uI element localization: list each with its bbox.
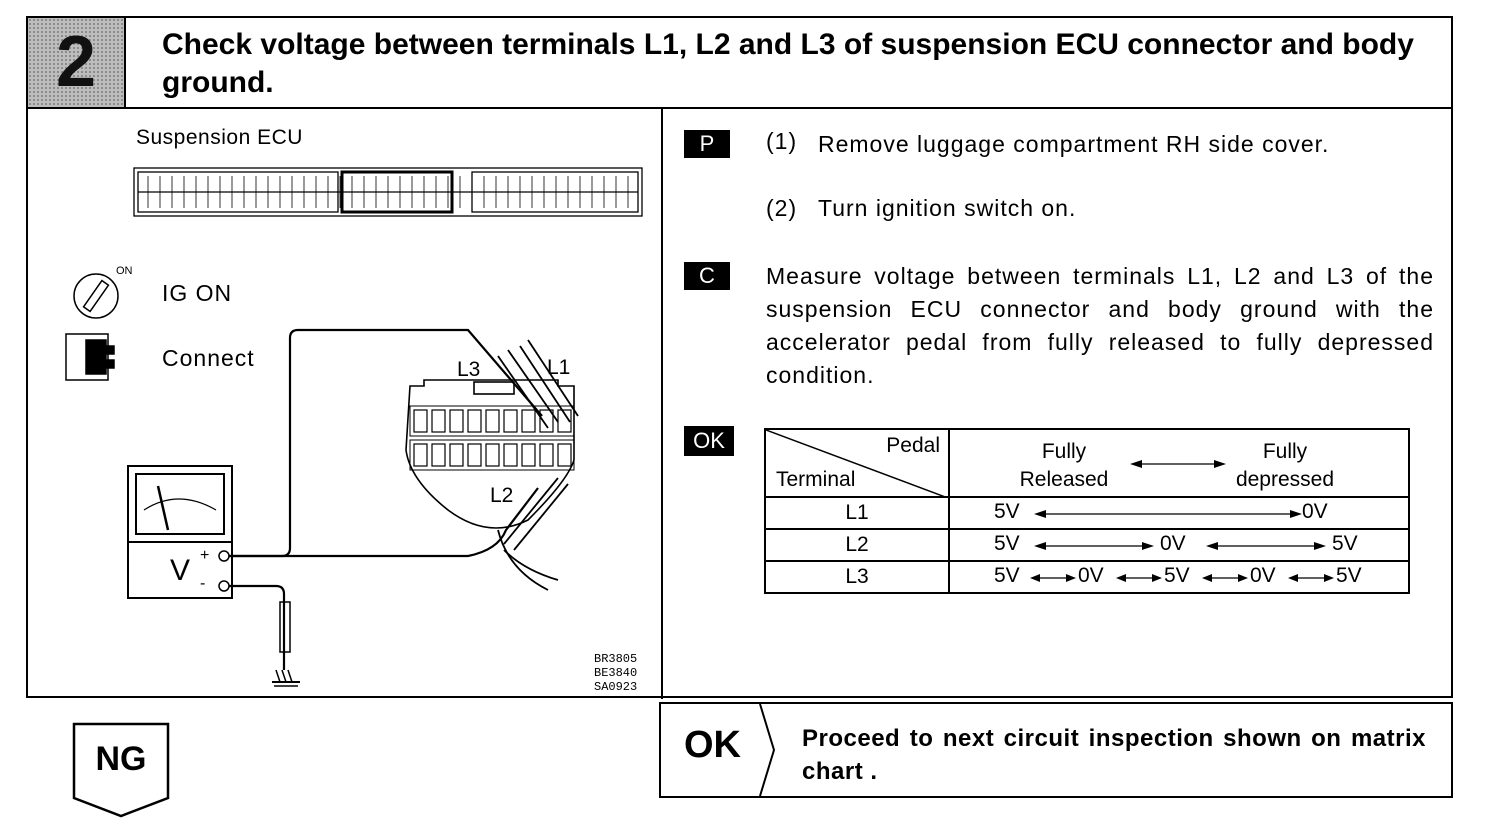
col-left-label: Fully Released — [1019, 440, 1109, 491]
connector-pin — [431, 443, 446, 467]
connector-pin — [521, 409, 536, 433]
ignition-key-icon — [73, 273, 119, 319]
prep-badge: P — [684, 130, 730, 158]
ecu-label: Suspension ECU — [136, 126, 303, 149]
ig-on-label: IG ON — [162, 280, 233, 306]
header-divider — [28, 107, 1451, 109]
ground-probe — [272, 601, 300, 687]
corner-diagonal — [766, 430, 948, 498]
ok-spec-badge: OK — [684, 426, 734, 456]
l3-arrow-2 — [1116, 574, 1162, 582]
check-badge: C — [684, 262, 730, 290]
ok-label: OK — [684, 724, 741, 766]
l2-arrow-2 — [1206, 542, 1326, 550]
l3-v0: 5V — [994, 564, 1020, 587]
connector-pin — [503, 443, 518, 467]
on-mark: ON — [116, 265, 133, 277]
ng-badge[interactable] — [72, 722, 170, 818]
connector-pin — [467, 443, 482, 467]
connector-pin — [539, 443, 554, 467]
row-terminal: L1 — [764, 496, 950, 530]
l3-v2: 5V — [1164, 564, 1190, 587]
meter-v-label: V — [170, 554, 190, 587]
connector-pin — [521, 443, 536, 467]
table-row: L1 5V 0V — [764, 496, 1410, 530]
column-divider — [661, 109, 663, 699]
l3-v4: 5V — [1336, 564, 1362, 587]
figure-code-3: SA0923 — [594, 680, 637, 694]
connector-pin — [503, 409, 518, 433]
figure-code-1: BR3805 — [594, 652, 637, 666]
connector-pin — [449, 443, 464, 467]
l3-arrow-3 — [1202, 574, 1248, 582]
ecu-connector-closeup — [405, 379, 575, 529]
l2-v2: 5V — [1332, 532, 1358, 555]
connector-pin — [485, 409, 500, 433]
step-frame — [26, 16, 1453, 698]
check-text: Measure voltage between terminals L1, L2… — [766, 263, 1434, 388]
ng-label: NG — [95, 740, 147, 778]
l3-arrow-4 — [1288, 574, 1334, 582]
row-terminal: L2 — [764, 528, 950, 562]
figure-code-2: BE3840 — [594, 666, 637, 680]
row-terminal: L3 — [764, 560, 950, 594]
terminal-l2-label: L2 — [490, 484, 513, 507]
connector-pin — [557, 443, 572, 467]
connector-icon — [65, 333, 115, 381]
l3-v3: 0V — [1250, 564, 1276, 587]
ecu-connector-strip — [133, 167, 643, 217]
test-leads — [229, 328, 543, 670]
step-title: Check voltage between terminals L1, L2 a… — [162, 28, 1414, 99]
connector-pin — [539, 409, 554, 433]
connect-label: Connect — [162, 345, 255, 371]
step-number: 2 — [55, 22, 97, 102]
row-values: 5V 0V 5V — [948, 528, 1410, 562]
l3-arrow-1 — [1030, 574, 1076, 582]
prep-step-2-text: Turn ignition switch on. — [818, 195, 1077, 221]
corner-bottom-label: Terminal — [776, 468, 856, 491]
voltage-table: Pedal Terminal Fully Released Fully depr… — [764, 428, 1410, 594]
wiring-diagram: ON V + - — [65, 167, 643, 694]
prep-step-1-num: (1) — [766, 128, 798, 154]
table-row: L2 5V 0V 5V — [764, 528, 1410, 562]
row-values: 5V 0V — [948, 496, 1410, 530]
connector-pin — [413, 409, 428, 433]
l1-arrow — [1034, 510, 1302, 518]
connector-pin — [485, 443, 500, 467]
meter-minus-label: - — [200, 575, 205, 592]
probe-leads — [497, 339, 579, 591]
l2-arrow-1 — [1034, 542, 1154, 550]
terminal-l1-label: L1 — [547, 356, 570, 379]
corner-top-label: Pedal — [886, 434, 940, 457]
l3-v1: 0V — [1078, 564, 1104, 587]
ok-chevron — [759, 703, 776, 797]
step-number-badge: 2 — [28, 18, 126, 107]
meter-plus-label: + — [200, 547, 209, 564]
col-right-label: Fully depressed — [1235, 440, 1335, 491]
range-arrow — [1130, 460, 1226, 468]
ok-next-text: Proceed to next circuit inspection shown… — [802, 725, 1426, 785]
l1-v1: 0V — [1302, 500, 1328, 523]
connector-pin — [431, 409, 446, 433]
table-row: L3 5V 0V 5V 0V 5V — [764, 560, 1410, 594]
l2-v1: 0V — [1160, 532, 1186, 555]
connector-pin — [449, 409, 464, 433]
connector-pin — [413, 443, 428, 467]
prep-step-2-num: (2) — [766, 195, 798, 221]
table-corner-cell: Pedal Terminal — [764, 428, 950, 498]
ok-result-box[interactable] — [659, 702, 1453, 798]
row-values: 5V 0V 5V 0V 5V — [948, 560, 1410, 594]
l1-v0: 5V — [994, 500, 1020, 523]
voltmeter-icon — [127, 465, 233, 599]
connector-pin — [467, 409, 482, 433]
prep-step-1-text: Remove luggage compartment RH side cover… — [818, 131, 1330, 157]
terminal-l3-label: L3 — [457, 358, 480, 381]
table-header-range: Fully Released Fully depressed — [948, 428, 1410, 498]
l2-v0: 5V — [994, 532, 1020, 555]
